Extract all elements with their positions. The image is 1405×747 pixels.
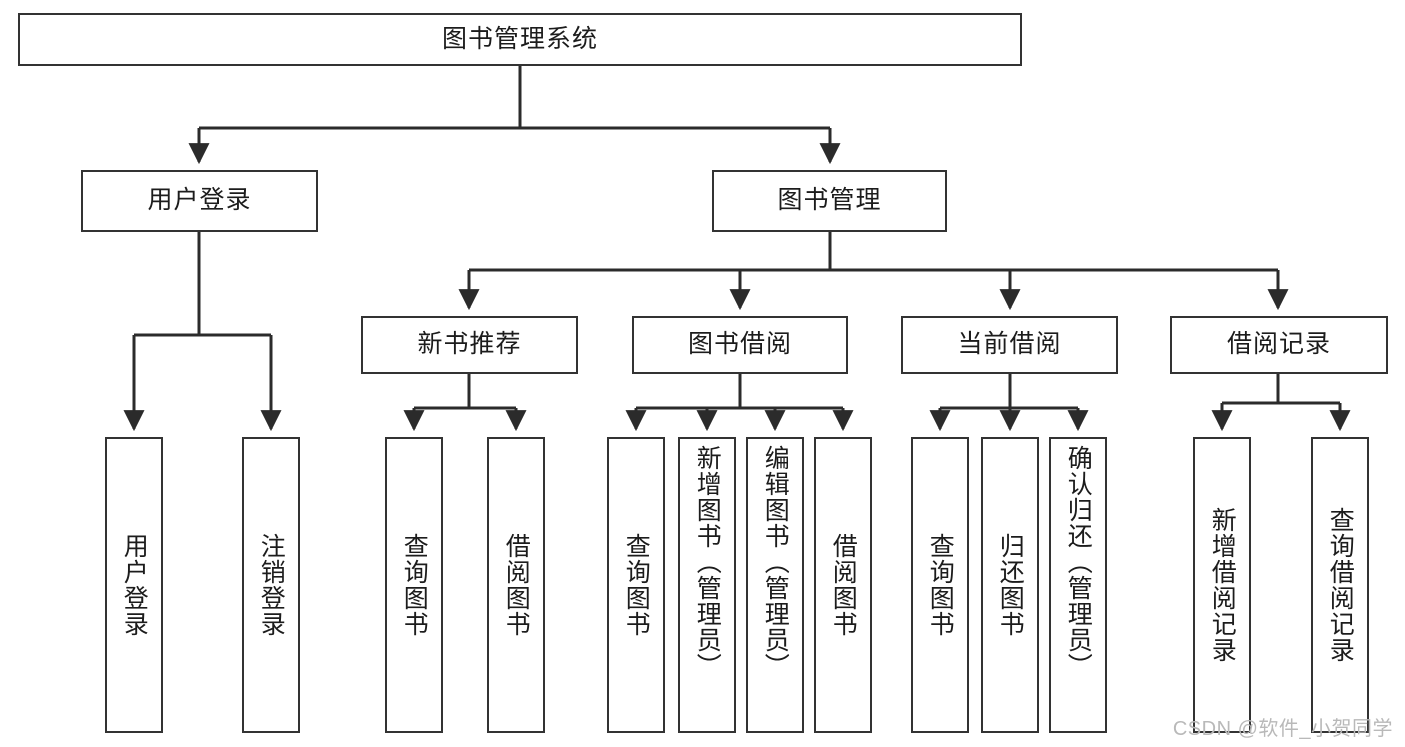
leaf-label: 编辑图书（管理员） [761, 445, 790, 679]
leaf-new-book-borrow[interactable]: 借阅图书 [487, 437, 545, 733]
node-root-label: 图书管理系统 [441, 24, 598, 53]
leaf-label: 查询图书 [400, 533, 429, 637]
leaf-new-book-query[interactable]: 查询图书 [385, 437, 443, 733]
csdn-watermark: CSDN @软件_小贺同学 [1172, 718, 1393, 740]
leaf-label: 确认归还（管理员） [1064, 445, 1093, 679]
leaf-current-borrow-confirm[interactable]: 确认归还（管理员） [1049, 437, 1107, 733]
leaf-user-login-login[interactable]: 用户登录 [105, 437, 163, 733]
leaf-user-login-logout[interactable]: 注销登录 [242, 437, 300, 733]
node-new-book-recommend[interactable]: 新书推荐 [361, 316, 578, 374]
leaf-book-borrow-edit[interactable]: 编辑图书（管理员） [746, 437, 804, 733]
node-book-manage[interactable]: 图书管理 [712, 170, 947, 232]
leaf-label: 借阅图书 [502, 533, 531, 637]
node-book-manage-label: 图书管理 [777, 186, 882, 215]
leaf-label: 新增借阅记录 [1208, 507, 1237, 663]
leaf-label: 用户登录 [120, 533, 149, 637]
leaf-label: 查询图书 [926, 533, 955, 637]
leaf-book-borrow-query[interactable]: 查询图书 [607, 437, 665, 733]
node-book-borrow[interactable]: 图书借阅 [632, 316, 848, 374]
leaf-borrow-record-query[interactable]: 查询借阅记录 [1311, 437, 1369, 733]
leaf-label: 新增图书（管理员） [693, 445, 722, 679]
node-user-login-label: 用户登录 [147, 186, 252, 215]
leaf-label: 查询借阅记录 [1326, 507, 1355, 663]
node-borrow-record-label: 借阅记录 [1226, 330, 1331, 359]
node-borrow-record[interactable]: 借阅记录 [1170, 316, 1388, 374]
leaf-borrow-record-add[interactable]: 新增借阅记录 [1193, 437, 1251, 733]
node-new-book-recommend-label: 新书推荐 [417, 330, 522, 359]
leaf-label: 借阅图书 [829, 533, 858, 637]
leaf-book-borrow-borrow[interactable]: 借阅图书 [814, 437, 872, 733]
node-user-login[interactable]: 用户登录 [81, 170, 318, 232]
leaf-current-borrow-return[interactable]: 归还图书 [981, 437, 1039, 733]
node-current-borrow-label: 当前借阅 [957, 330, 1062, 359]
leaf-book-borrow-add[interactable]: 新增图书（管理员） [678, 437, 736, 733]
leaf-label: 注销登录 [257, 533, 286, 637]
node-root[interactable]: 图书管理系统 [18, 13, 1022, 66]
node-current-borrow[interactable]: 当前借阅 [901, 316, 1118, 374]
leaf-current-borrow-query[interactable]: 查询图书 [911, 437, 969, 733]
leaf-label: 归还图书 [996, 533, 1025, 637]
leaf-label: 查询图书 [622, 533, 651, 637]
node-book-borrow-label: 图书借阅 [687, 330, 792, 359]
